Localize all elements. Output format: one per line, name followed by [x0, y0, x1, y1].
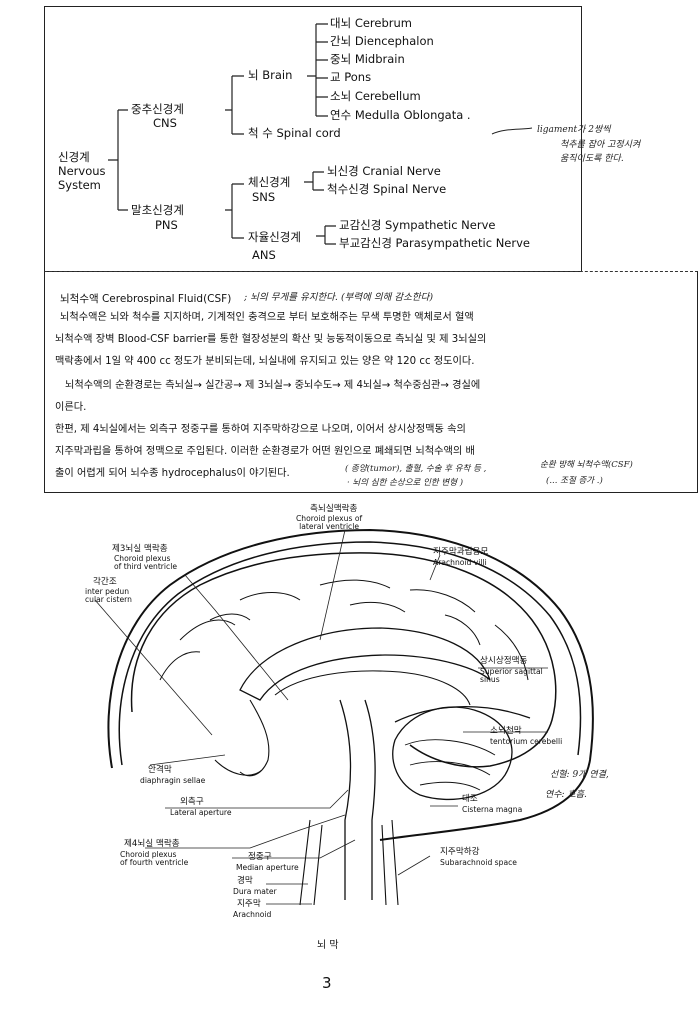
- label-choroid-fourth-ko: 제4뇌실 맥락총: [124, 839, 180, 849]
- label-arachnoid-villi-en: Arachnoid villi: [433, 558, 487, 567]
- label-diaphragm-en: diaphragin sellae: [140, 776, 206, 785]
- label-lateral-aperture-ko: 외측구: [180, 797, 204, 807]
- label-arachnoid-en: Arachnoid: [233, 910, 272, 919]
- brain-part-diencephalon: 간뇌 Diencephalon: [330, 34, 434, 48]
- csf-handnote-right-2: (... 조절 증가 .): [546, 476, 603, 486]
- diagram-caption: 뇌 막: [317, 940, 339, 951]
- label-tentorium-ko: 소뇌천막: [490, 726, 522, 736]
- cns-en: CNS: [153, 116, 177, 130]
- root-en-1: Nervous: [58, 164, 106, 178]
- label-dura-en: Dura mater: [233, 887, 277, 896]
- label-choroid-lateral-ko: 측뇌실맥락총: [310, 504, 358, 514]
- label-median-aperture-ko: 정중구: [248, 852, 272, 862]
- label-choroid-third-ko: 제3뇌실 맥락총: [112, 544, 168, 554]
- csf-title: 뇌척수액 Cerebrospinal Fluid(CSF): [60, 293, 232, 305]
- brain-part-cerebellum: 소뇌 Cerebellum: [330, 89, 421, 103]
- sns-part-spinal: 척수신경 Spinal Nerve: [327, 182, 447, 196]
- label-dura-ko: 경막: [237, 876, 253, 886]
- label-interpeduncular-ko: 각간조: [93, 577, 117, 587]
- csf-text-line-2: 뇌척수액 장벽 Blood-CSF barrier를 통한 혈장성분의 확산 및…: [55, 334, 487, 345]
- label-cisterna-magna-en: Cisterna magna: [462, 805, 523, 814]
- label-choroid-lateral-en: Choroid plexus of lateral ventricle: [296, 514, 363, 531]
- csf-text-line-6: 한편, 제 4뇌실에서는 외측구 정중구를 통하여 지주막하강으로 나오며, 이…: [55, 424, 466, 435]
- sns-en: SNS: [252, 190, 276, 204]
- label-cisterna-magna-ko: 대조: [462, 794, 478, 804]
- label-subarachnoid-en: Subarachnoid space: [440, 858, 517, 867]
- label-lateral-aperture-en: Lateral aperture: [170, 808, 232, 817]
- sns-ko: 체신경계: [248, 175, 291, 189]
- handnote-ligament-3: 움직이도록 한다.: [560, 154, 624, 164]
- label-sup-sagittal-ko: 상시상정맥동: [480, 656, 528, 666]
- csf-text-line-5: 이른다.: [55, 402, 87, 413]
- csf-text-line-7: 지주막과립을 통하여 정맥으로 주입된다. 이러한 순환경로가 어떤 원인으로 …: [55, 446, 475, 457]
- label-arachnoid-villi-ko: 지주막과립융모: [433, 547, 489, 557]
- csf-text-line-3: 맥락총에서 1일 약 400 cc 정도가 분비되는데, 뇌실내에 유지되고 있…: [55, 356, 475, 367]
- csf-handnote-bottom-1: ( 종양(tumor), 출혈, 수술 후 유착 등 ,: [345, 464, 487, 474]
- csf-text-box: [44, 271, 698, 493]
- csf-title-handnote: ; 뇌의 무게를 유지한다. (부력에 의해 감소한다): [244, 292, 434, 303]
- csf-handnote-bottom-2: · 뇌의 심한 손상으로 인한 변형 ): [347, 478, 464, 488]
- spinal-cord-label: 척 수 Spinal cord: [248, 126, 341, 140]
- brain-part-cerebrum: 대뇌 Cerebrum: [330, 16, 412, 30]
- label-interpeduncular-en: inter pedun cular cistern: [85, 587, 132, 604]
- ans-part-sympathetic: 교감신경 Sympathetic Nerve: [339, 218, 496, 232]
- label-choroid-third-en: Choroid plexus of third ventricle: [114, 554, 178, 571]
- pns-en: PNS: [155, 218, 178, 232]
- brain-part-medulla: 연수 Medulla Oblongata .: [330, 108, 471, 122]
- label-arachnoid-ko: 지주막: [237, 899, 261, 909]
- page-number: 3: [322, 974, 332, 992]
- csf-text-line-1: 뇌척수액은 뇌와 척수를 지지하며, 기계적인 충격으로 부터 보호해주는 무색…: [60, 312, 474, 323]
- brain-label: 뇌 Brain: [248, 68, 293, 82]
- label-median-aperture-en: Median aperture: [236, 863, 299, 872]
- label-choroid-fourth-en: Choroid plexus of fourth ventricle: [120, 850, 189, 867]
- cns-ko: 중추신경계: [131, 102, 184, 116]
- label-sup-sagittal-en: Superior sagittal sinus: [480, 667, 543, 684]
- handnote-ligament-1: ligament가 2쌍씩: [537, 125, 611, 135]
- csf-handnote-right-1: 순환 방해 뇌척수액(CSF): [540, 460, 633, 470]
- diagram-handnote-1: 선혈: 9개 연결,: [550, 770, 609, 780]
- pns-ko: 말초신경계: [131, 203, 184, 217]
- csf-text-line-4: 뇌척수액의 순환경로는 측뇌실→ 실간공→ 제 3뇌실→ 중뇌수도→ 제 4뇌실…: [65, 380, 481, 391]
- label-subarachnoid-ko: 지주막하강: [440, 847, 480, 857]
- diagram-handnote-2: 연수: 호흡.: [545, 790, 587, 800]
- ans-ko: 자율신경계: [248, 230, 301, 244]
- sns-part-cranial: 뇌신경 Cranial Nerve: [327, 164, 441, 178]
- ans-part-parasympathetic: 부교감신경 Parasympathetic Nerve: [339, 236, 530, 250]
- handnote-ligament-2: 척추를 잡아 고정시켜: [560, 140, 641, 150]
- label-tentorium-en: tentorium cerebelli: [490, 737, 563, 746]
- label-diaphragm-ko: 안격막: [148, 765, 172, 775]
- brain-part-midbrain: 중뇌 Midbrain: [330, 52, 405, 66]
- ans-en: ANS: [252, 248, 276, 262]
- root-ko: 신경계: [58, 150, 90, 164]
- csf-text-line-8: 출이 어렵게 되어 뇌수종 hydrocephalus이 야기된다.: [55, 468, 290, 479]
- root-en-2: System: [58, 178, 101, 192]
- brain-part-pons: 교 Pons: [330, 70, 372, 84]
